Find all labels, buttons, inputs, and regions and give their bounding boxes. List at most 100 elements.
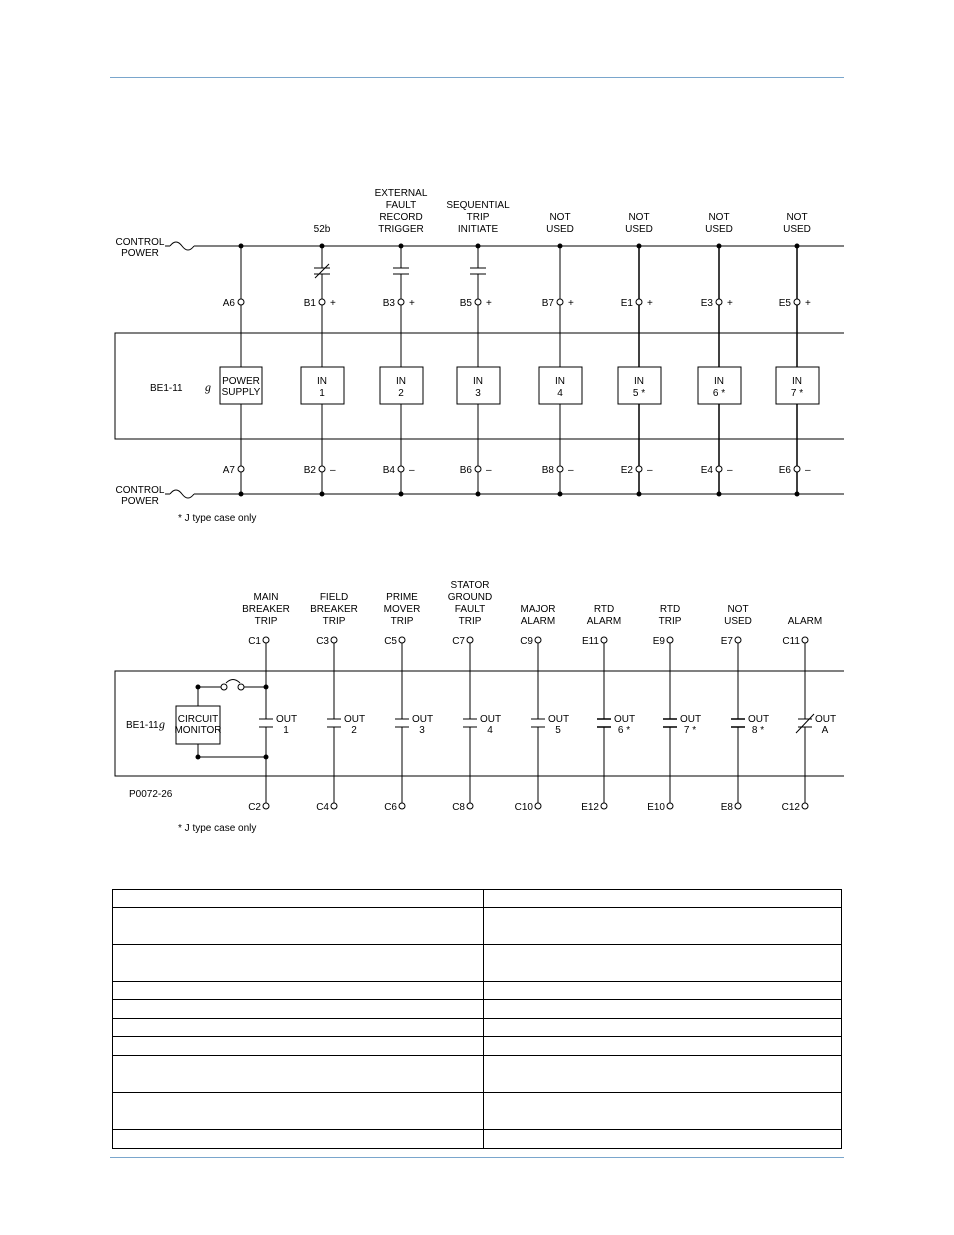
output-label: GROUND bbox=[448, 592, 492, 603]
terminal bbox=[715, 465, 723, 473]
terminal bbox=[397, 465, 405, 473]
table-row bbox=[112, 1018, 842, 1037]
box-label: SUPPLY bbox=[222, 387, 261, 398]
box-label: 4 bbox=[557, 388, 563, 399]
table-cell bbox=[112, 999, 484, 1019]
circuit-monitor-box bbox=[175, 705, 221, 745]
control-power-label: CONTROL bbox=[116, 237, 165, 248]
terminal bbox=[635, 298, 643, 306]
output-label: MAJOR bbox=[521, 604, 556, 615]
input-label: RECORD bbox=[379, 212, 422, 223]
out-label: OUT bbox=[614, 714, 635, 725]
monitor-contact-terminal bbox=[220, 683, 228, 691]
terminal bbox=[556, 465, 564, 473]
terminal bbox=[793, 465, 801, 473]
output-label: TRIP bbox=[323, 616, 346, 627]
footer-rule bbox=[110, 1157, 844, 1158]
output-label: TRIP bbox=[459, 616, 482, 627]
terminal-label: A7 bbox=[223, 465, 236, 476]
monitor-contact-arc bbox=[225, 679, 241, 684]
output-label: ALARM bbox=[788, 616, 822, 627]
footnote: * J type case only bbox=[178, 513, 256, 524]
output-label: PRIME bbox=[386, 592, 418, 603]
terminal bbox=[237, 465, 245, 473]
input-label: SEQUENTIAL bbox=[446, 200, 510, 211]
output-label: TRIP bbox=[391, 616, 414, 627]
relay-label: g bbox=[205, 380, 211, 394]
table-cell bbox=[483, 889, 842, 908]
terminal bbox=[466, 636, 474, 644]
polarity-label: + bbox=[486, 298, 492, 309]
polarity-label: + bbox=[647, 298, 653, 309]
control-power-label: POWER bbox=[121, 496, 159, 507]
polarity-label: – bbox=[330, 465, 336, 476]
control-power-label: POWER bbox=[121, 248, 159, 259]
polarity-label: – bbox=[727, 465, 733, 476]
table-row bbox=[112, 889, 842, 908]
table-cell bbox=[483, 1129, 842, 1149]
drawing-id: P0072-26 bbox=[129, 789, 173, 800]
junction bbox=[195, 754, 201, 760]
table-cell bbox=[483, 981, 842, 1000]
terminal bbox=[398, 802, 406, 810]
input-label: NOT bbox=[628, 212, 649, 223]
box-label: 2 bbox=[398, 388, 404, 399]
table-row bbox=[112, 999, 842, 1019]
terminal-label: B2 bbox=[304, 465, 317, 476]
table-cell bbox=[112, 1018, 484, 1037]
table-cell bbox=[112, 1036, 484, 1056]
table-row bbox=[112, 1055, 842, 1093]
box-label: 1 bbox=[319, 388, 325, 399]
table-cell bbox=[112, 981, 484, 1000]
terminal-label: C8 bbox=[452, 802, 465, 813]
table-cell bbox=[483, 1036, 842, 1056]
table-cell bbox=[112, 1055, 484, 1093]
terminal-label: C12 bbox=[782, 802, 801, 813]
table-cell bbox=[483, 1055, 842, 1093]
table-row bbox=[112, 944, 842, 982]
contact-slash bbox=[314, 263, 330, 279]
box-label: IN bbox=[714, 376, 724, 387]
output-label: NOT bbox=[727, 604, 748, 615]
out-label: 5 bbox=[555, 725, 561, 736]
table-cell bbox=[112, 1129, 484, 1149]
box-label: POWER bbox=[222, 376, 260, 387]
output-label: ALARM bbox=[521, 616, 555, 627]
polarity-label: + bbox=[805, 298, 811, 309]
terminal bbox=[734, 802, 742, 810]
box-label: IN bbox=[317, 376, 327, 387]
box-label: IN bbox=[473, 376, 483, 387]
out-label: 1 bbox=[283, 725, 289, 736]
footnote: * J type case only bbox=[178, 823, 256, 834]
input-box bbox=[538, 366, 583, 405]
box-label: MONITOR bbox=[174, 725, 221, 736]
out-label: OUT bbox=[344, 714, 365, 725]
input-box bbox=[617, 366, 662, 405]
terminal bbox=[600, 802, 608, 810]
terminal-label: C5 bbox=[384, 636, 397, 647]
table-cell bbox=[483, 999, 842, 1019]
input-label: INITIATE bbox=[458, 224, 499, 235]
relay-label: BE1-11 bbox=[150, 383, 183, 394]
box-label: IN bbox=[555, 376, 565, 387]
data-table bbox=[112, 889, 842, 1149]
relay-label: BE1-11 bbox=[126, 720, 159, 731]
terminal-label: C6 bbox=[384, 802, 397, 813]
polarity-label: + bbox=[330, 298, 336, 309]
terminal bbox=[600, 636, 608, 644]
terminal bbox=[801, 636, 809, 644]
out-label: 7 * bbox=[684, 725, 696, 736]
terminal-label: E11 bbox=[582, 636, 599, 647]
terminal bbox=[318, 298, 326, 306]
table-row bbox=[112, 907, 842, 945]
table-cell bbox=[483, 1092, 842, 1130]
terminal bbox=[466, 802, 474, 810]
terminal bbox=[556, 298, 564, 306]
out-label: 2 bbox=[351, 725, 357, 736]
output-label: USED bbox=[724, 616, 752, 627]
terminal bbox=[734, 636, 742, 644]
out-label: OUT bbox=[480, 714, 501, 725]
